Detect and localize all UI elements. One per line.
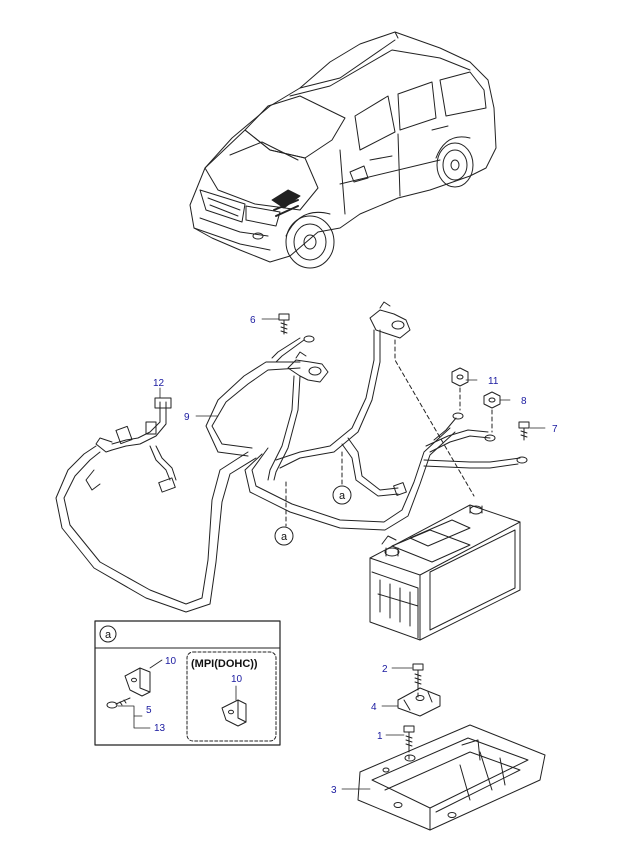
callout-11: 11 bbox=[488, 376, 499, 387]
ref-marker-lower: a bbox=[274, 526, 294, 546]
detail-box-marker: a bbox=[105, 629, 112, 641]
callout-leaders bbox=[159, 318, 546, 790]
callout-6: 6 bbox=[250, 315, 256, 326]
callout-3: 3 bbox=[331, 785, 337, 796]
vehicle-illustration bbox=[189, 31, 497, 269]
detail-callout-10-right: 10 bbox=[231, 674, 243, 685]
detail-bracket-right bbox=[221, 699, 247, 727]
detail-box: a 10 5 13 (MPI(DOHC)) 10 bbox=[94, 620, 281, 746]
callout-4: 4 bbox=[371, 702, 377, 713]
bolt-6 bbox=[278, 313, 290, 335]
battery-tray bbox=[357, 724, 546, 831]
battery-clamp-bracket bbox=[397, 687, 441, 717]
wiring-harness bbox=[55, 329, 528, 613]
nut-11 bbox=[451, 367, 469, 387]
battery bbox=[369, 504, 521, 641]
assembly-guide-lines bbox=[285, 339, 493, 763]
battery-location-highlight bbox=[271, 189, 301, 209]
negative-terminal-clamp bbox=[369, 301, 411, 339]
detail-callout-13: 13 bbox=[154, 723, 166, 734]
detail-callout-5: 5 bbox=[146, 705, 152, 716]
ref-marker-upper-label: a bbox=[339, 490, 346, 502]
clamp-bolt bbox=[412, 663, 424, 687]
detail-bolt bbox=[106, 697, 131, 709]
callout-2: 2 bbox=[382, 664, 388, 675]
positive-terminal-clamp bbox=[287, 351, 329, 383]
detail-bracket-left bbox=[124, 667, 151, 697]
ref-marker-lower-label: a bbox=[281, 531, 288, 543]
ref-marker-upper: a bbox=[332, 485, 352, 505]
callout-7: 7 bbox=[552, 424, 558, 435]
nut-8 bbox=[483, 391, 501, 409]
callout-1: 1 bbox=[377, 731, 383, 742]
callout-9: 9 bbox=[184, 412, 190, 423]
callout-8: 8 bbox=[521, 396, 527, 407]
callout-labels: 6 11 8 7 9 12 2 4 1 3 bbox=[153, 315, 558, 796]
bolt-7 bbox=[518, 421, 530, 441]
callout-12: 12 bbox=[153, 378, 165, 389]
variant-label: (MPI(DOHC)) bbox=[191, 658, 258, 670]
tray-bolt bbox=[403, 725, 415, 749]
detail-callout-10-left: 10 bbox=[165, 656, 177, 667]
